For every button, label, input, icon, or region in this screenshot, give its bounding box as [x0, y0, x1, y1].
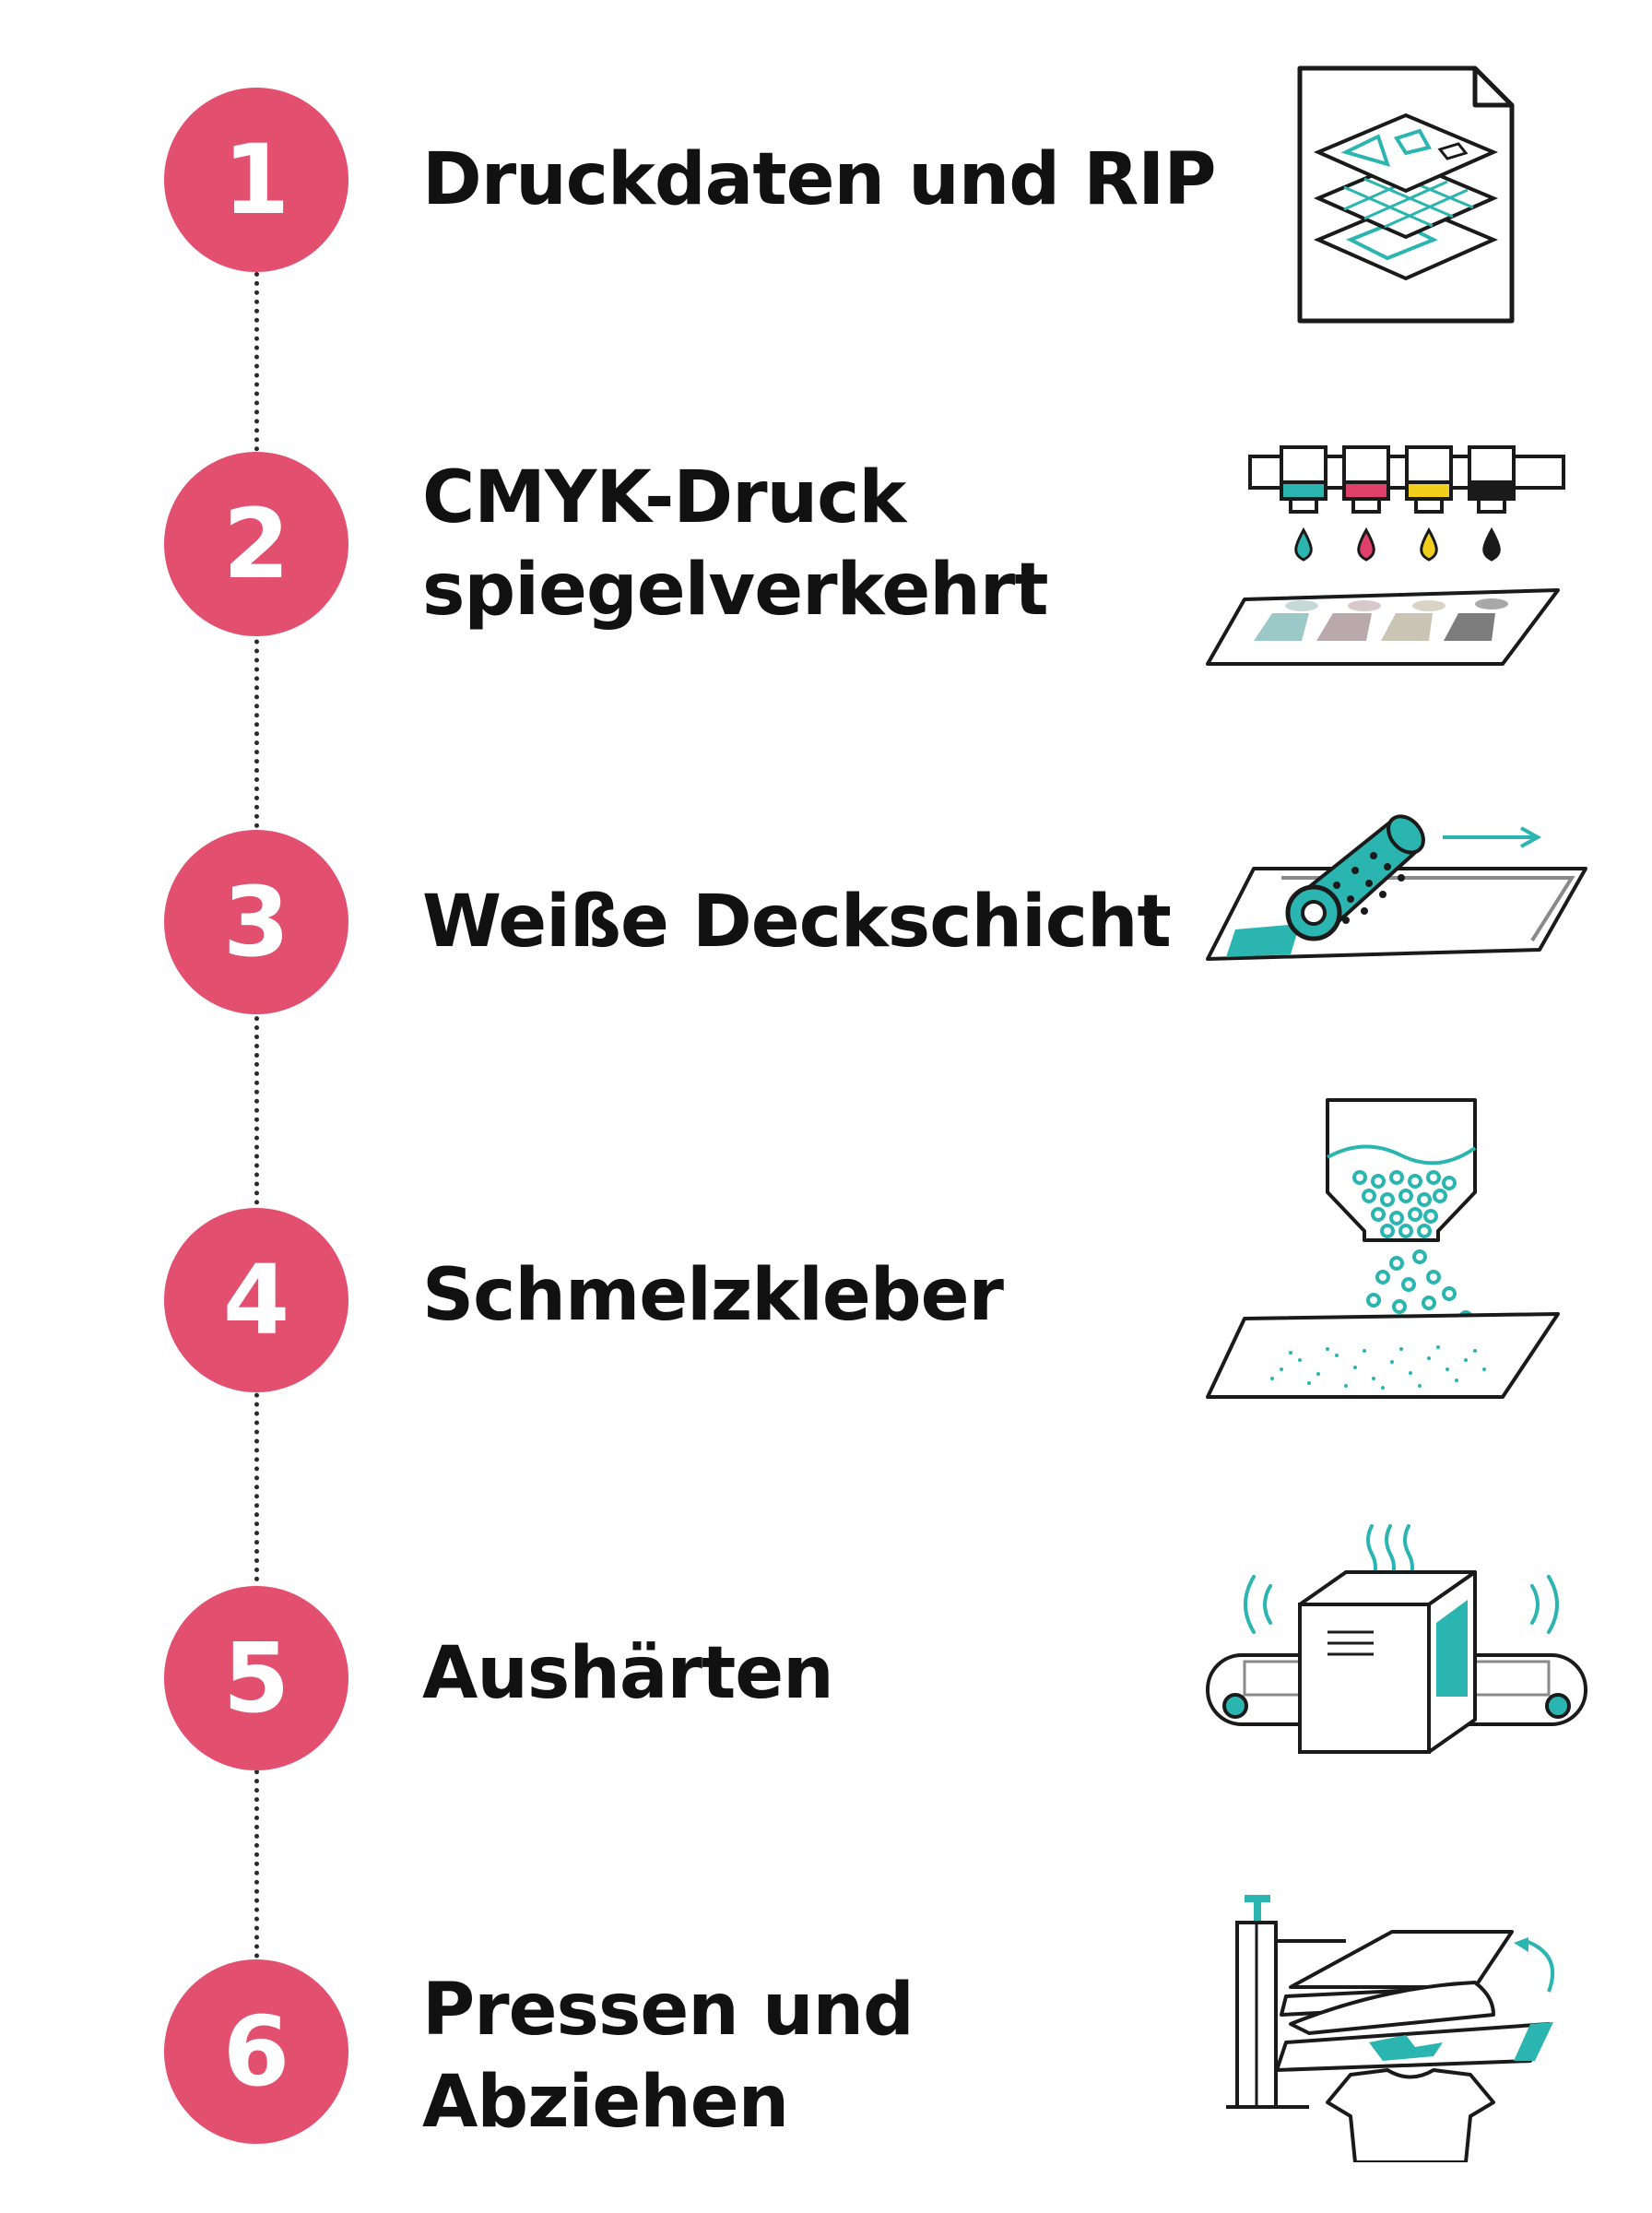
step-number-badge: 6	[164, 1959, 348, 2144]
step-number-badge: 5	[164, 1586, 348, 1770]
white-ink-roller-icon	[1198, 802, 1604, 977]
step-title: Pressen und Abziehen	[422, 1969, 914, 2144]
timeline-connector	[254, 263, 259, 2070]
step-number-badge: 1	[164, 88, 348, 272]
curing-oven-icon	[1198, 1521, 1604, 1780]
heat-press-icon	[1198, 1886, 1604, 2162]
step-title: Schmelzkleber	[422, 1254, 1004, 1337]
step-title: Druckdaten und RIP	[422, 138, 1216, 221]
powder-hopper-icon	[1198, 1093, 1604, 1406]
cmyk-printheads-icon	[1198, 438, 1604, 678]
step-number-badge: 4	[164, 1208, 348, 1392]
step-title: Weiße Deckschicht	[422, 881, 1172, 964]
step-title: CMYK-Druck spiegelverkehrt	[422, 456, 1049, 632]
step-number-badge: 3	[164, 830, 348, 1014]
step-title: Aushärten	[422, 1632, 834, 1715]
step-number-badge: 2	[164, 452, 348, 636]
print-data-layers-icon	[1198, 65, 1604, 332]
